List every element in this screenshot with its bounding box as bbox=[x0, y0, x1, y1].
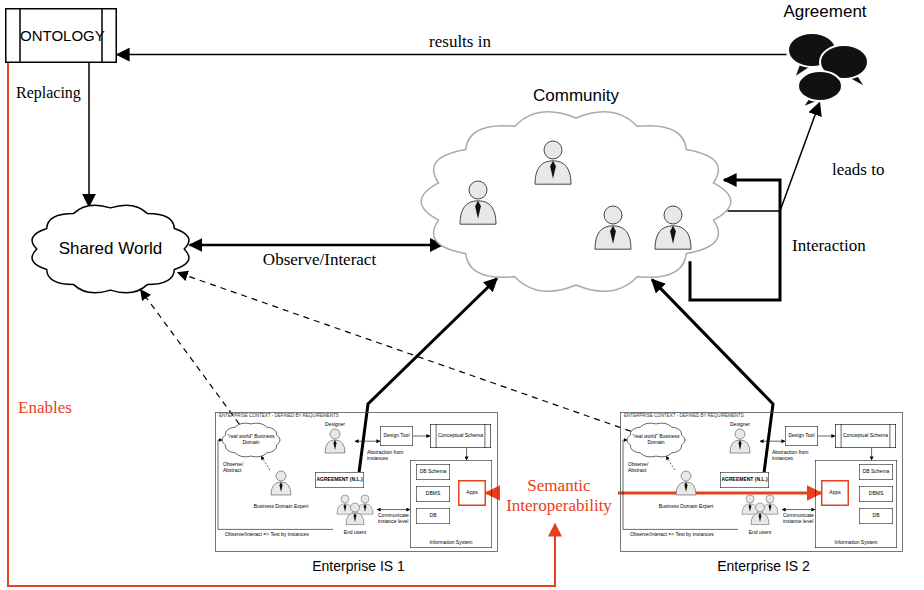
connector bbox=[88, 63, 90, 206]
speech-bubbles: Agreement bbox=[770, 2, 880, 114]
node-label: DBMS bbox=[869, 491, 883, 497]
node-label: Apps bbox=[829, 490, 840, 496]
edge-label: Observe/ Abstract bbox=[628, 462, 660, 474]
node-label: Conceptual Schema bbox=[438, 433, 483, 439]
connector bbox=[728, 103, 820, 211]
node-label: End users bbox=[344, 530, 367, 536]
edge-label: Semantic Interoperability bbox=[500, 476, 618, 515]
connector bbox=[261, 456, 270, 470]
box: DBMS bbox=[859, 486, 893, 502]
node-label: Community bbox=[533, 86, 619, 106]
node-label: Design Tool bbox=[788, 433, 814, 439]
box: DBMS bbox=[416, 486, 450, 502]
connector bbox=[377, 509, 410, 510]
connector bbox=[666, 456, 675, 470]
node-label: ENTERPRISE CONTEXT - DEFINED BY REQUIREM… bbox=[624, 413, 744, 418]
node-label: Enterprise IS 2 bbox=[717, 558, 810, 574]
connector bbox=[190, 244, 443, 247]
connector bbox=[359, 279, 497, 473]
node-label: Design Tool bbox=[383, 433, 409, 439]
edge-label: Communicate instance level bbox=[783, 513, 815, 525]
person: Business Domain Expert bbox=[253, 470, 309, 510]
node-label: DB Schema bbox=[863, 469, 890, 475]
node-label: Business Domain Expert bbox=[659, 504, 714, 510]
node-label: Information System bbox=[429, 540, 472, 546]
connector bbox=[355, 441, 380, 442]
cloud-shape: Shared World bbox=[28, 203, 193, 295]
box: Design Tool bbox=[380, 426, 413, 446]
connector bbox=[818, 436, 835, 437]
node-label: Information System bbox=[834, 540, 877, 546]
person: Designer bbox=[315, 422, 355, 454]
node-label: End users bbox=[749, 530, 772, 536]
node-label: Business Domain Expert bbox=[254, 504, 309, 510]
edge-label: results in bbox=[410, 32, 510, 52]
node-label: ONTOLOGY bbox=[20, 27, 102, 44]
edge-label: Observe/Interact => Test by instances bbox=[225, 532, 345, 538]
edge-label: leads to bbox=[832, 160, 902, 180]
enterprise-panel: ENTERPRISE CONTEXT - DEFINED BY REQUIREM… bbox=[620, 412, 903, 574]
community-cloud-outline bbox=[418, 86, 734, 295]
person: Business Domain Expert bbox=[658, 470, 714, 510]
connector bbox=[871, 448, 872, 460]
node-label: AGREEMENT (N.L.) bbox=[316, 477, 362, 483]
node-label: DBMS bbox=[426, 491, 440, 497]
node-label: Designer bbox=[325, 422, 345, 428]
process-box: ONTOLOGY bbox=[5, 8, 117, 63]
cloud-shape: "real world" Business Domain bbox=[221, 422, 281, 458]
node-label: ENTERPRISE CONTEXT - DEFINED BY REQUIREM… bbox=[219, 413, 339, 418]
connector bbox=[760, 441, 785, 442]
node-label: Designer bbox=[730, 422, 750, 428]
edge-label: Observe/ Abstract bbox=[223, 462, 255, 474]
process-box: Conceptual Schema bbox=[835, 424, 896, 448]
node-label: "real world" Business Domain bbox=[221, 434, 281, 446]
node-label: Enterprise IS 1 bbox=[312, 558, 405, 574]
apps-box: Apps bbox=[821, 480, 849, 506]
connector bbox=[141, 290, 240, 424]
people-group: End users bbox=[333, 492, 377, 536]
edge-label: Observe/Interact bbox=[252, 250, 387, 270]
connector bbox=[782, 509, 815, 510]
edge-label: Replacing bbox=[16, 84, 88, 102]
node-label: Apps bbox=[466, 490, 477, 496]
box: DB Schema bbox=[859, 464, 893, 480]
node-label: "real world" Business Domain bbox=[626, 434, 686, 446]
box: AGREEMENT (N.L.) bbox=[315, 472, 364, 488]
box: DB Schema bbox=[416, 464, 450, 480]
edge-label: Interaction bbox=[792, 236, 872, 256]
cloud-shape: "real world" Business Domain bbox=[626, 422, 686, 458]
node-label: DB bbox=[430, 513, 437, 519]
box: Design Tool bbox=[785, 426, 818, 446]
node-label: Conceptual Schema bbox=[843, 433, 888, 439]
people-group: End users bbox=[738, 492, 782, 536]
connector bbox=[466, 448, 467, 460]
box: AGREEMENT (N.L.) bbox=[720, 472, 769, 488]
node-label: AGREEMENT (N.L.) bbox=[721, 477, 767, 483]
note-label: Enables bbox=[18, 398, 98, 418]
system-box: Information System Apps DB SchemaDBMS DB bbox=[410, 460, 492, 548]
process-box: Conceptual Schema bbox=[430, 424, 491, 448]
edge-label: Observe/Interact => Test by instances bbox=[630, 532, 750, 538]
connector bbox=[178, 273, 631, 432]
enterprise-panel: ENTERPRISE CONTEXT - DEFINED BY REQUIREM… bbox=[215, 412, 498, 574]
connector bbox=[413, 436, 430, 437]
node-label: Agreement bbox=[783, 2, 866, 22]
connector bbox=[117, 54, 787, 56]
box: DB bbox=[416, 508, 450, 524]
node-label: DB bbox=[873, 513, 880, 519]
person: Designer bbox=[720, 422, 760, 454]
note-label: Abstraction from instances bbox=[772, 450, 814, 462]
node-label: Shared World bbox=[59, 239, 163, 259]
system-box: Information System Apps DB SchemaDBMS DB bbox=[815, 460, 897, 548]
apps-box: Apps bbox=[458, 480, 486, 506]
note-label: Abstraction from instances bbox=[367, 450, 409, 462]
box: DB bbox=[859, 508, 893, 524]
node-label: DB Schema bbox=[420, 469, 447, 475]
community-cloud: Community bbox=[418, 86, 734, 295]
edge-label: Communicate instance level bbox=[378, 513, 410, 525]
